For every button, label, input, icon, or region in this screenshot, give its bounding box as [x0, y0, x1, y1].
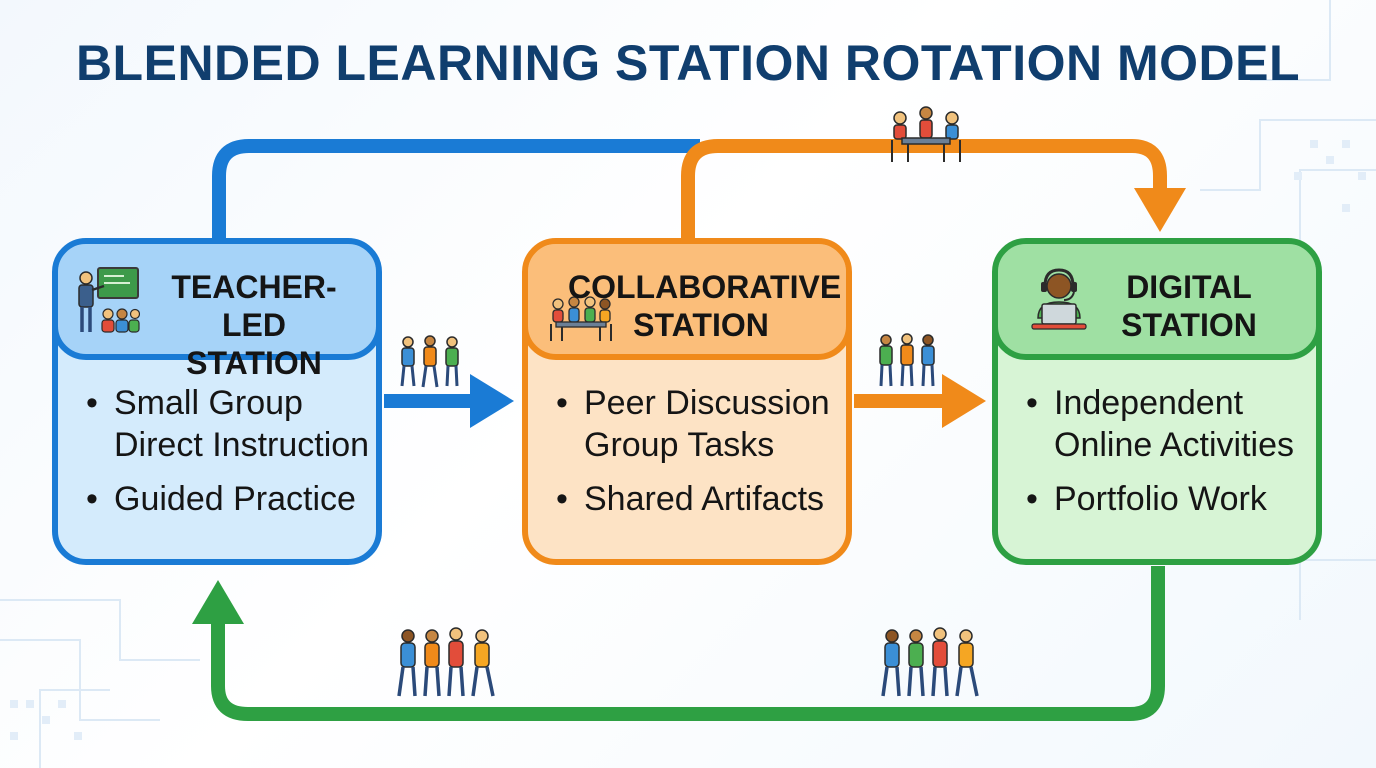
student-laptop-headset-icon: [1031, 268, 1087, 330]
station-title-line: DIGITAL: [1126, 269, 1252, 305]
bullet-line: Peer Discussion: [584, 384, 830, 422]
bullet-line: Direct Instruction: [114, 426, 370, 464]
teacher-led-station-title: TEACHER-LED STATION: [144, 268, 364, 382]
list-item: Portfolio Work: [1024, 478, 1294, 520]
group-table-icon: [550, 296, 612, 341]
collaborative-station-bullets: Peer Discussion Group Tasks Shared Artif…: [554, 382, 830, 532]
station-title-line: TEACHER-LED: [171, 269, 337, 343]
bullet-line: Shared Artifacts: [584, 480, 825, 518]
digital-station-title: DIGITAL STATION: [1074, 268, 1304, 344]
diagram-title: BLENDED LEARNING STATION ROTATION MODEL: [75, 35, 1301, 91]
collaborative-station-box: COLLABORATIVE STATION Peer Discussion Gr…: [522, 238, 852, 565]
list-item: Small Group Direct Instruction: [84, 382, 369, 466]
bullet-line: Independent: [1054, 384, 1244, 422]
teacher-to-collab-shaft: [384, 394, 474, 408]
collab-to-digital-arrowhead: [942, 374, 986, 428]
group-table-icon: [891, 106, 961, 162]
walking-students-icon: [400, 335, 459, 388]
collaborative-station-title: COLLABORATIVE STATION: [568, 268, 842, 344]
list-item: Independent Online Activities: [1024, 382, 1294, 466]
teacher-led-station-header: TEACHER-LED STATION: [58, 244, 376, 381]
station-title-line: STATION: [186, 345, 322, 381]
station-title-line: STATION: [1121, 307, 1257, 343]
walking-students-icon: [881, 627, 979, 697]
collab-to-digital-shaft: [854, 394, 946, 408]
bullet-line: Group Tasks: [584, 426, 775, 464]
digital-station-bullets: Independent Online Activities Portfolio …: [1024, 382, 1294, 532]
list-item: Guided Practice: [84, 478, 369, 520]
bullet-line: Portfolio Work: [1054, 480, 1267, 518]
bullet-line: Online Activities: [1054, 426, 1294, 464]
teacher-to-collab-arrowhead: [470, 374, 514, 428]
teacher-whiteboard-icon: [78, 267, 140, 333]
green-return-arrowhead: [192, 580, 244, 624]
teacher-led-station-box: TEACHER-LED STATION Small Group Direct I…: [52, 238, 382, 565]
orange-loop-arrow: [681, 139, 1167, 240]
digital-station-header: DIGITAL STATION: [998, 244, 1316, 360]
teacher-led-station-bullets: Small Group Direct Instruction Guided Pr…: [84, 382, 369, 532]
green-return-arrow: [211, 566, 1165, 721]
orange-loop-arrowhead: [1134, 188, 1186, 232]
walking-students-icon: [879, 333, 935, 387]
collaborative-station-header: COLLABORATIVE STATION: [528, 244, 846, 360]
blue-loop-arrow: [212, 139, 700, 240]
digital-station-box: DIGITAL STATION Independent Online Activ…: [992, 238, 1322, 565]
list-item: Peer Discussion Group Tasks: [554, 382, 830, 466]
station-title-line: STATION: [633, 307, 769, 343]
bullet-line: Small Group: [114, 384, 303, 422]
list-item: Shared Artifacts: [554, 478, 830, 520]
bullet-line: Guided Practice: [114, 480, 356, 518]
station-title-line: COLLABORATIVE: [568, 269, 842, 305]
walking-students-icon: [397, 627, 495, 697]
